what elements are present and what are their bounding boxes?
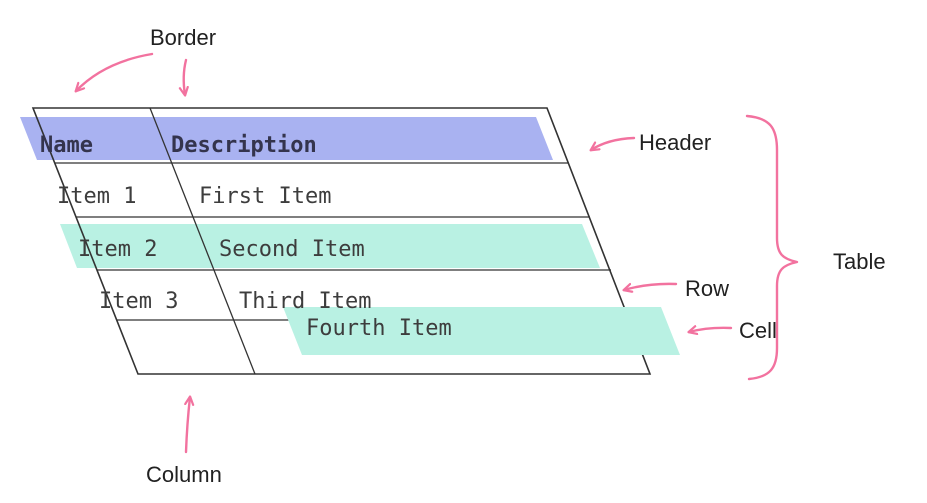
table-cell-description-3: Third Item [239,289,372,314]
table-brace-icon [745,114,799,381]
table-cell-description-4: Fourth Item [306,316,452,341]
label-row: Row [685,276,730,301]
table-header-description: Description [171,133,317,158]
row-arrow-icon [624,282,678,290]
header-arrow-icon [591,136,636,150]
border-arrow-left-icon [76,52,154,91]
column-divider [149,107,256,375]
table-header-name: Name [40,133,93,158]
label-border: Border [150,25,217,50]
table-cell-description-2: Second Item [219,237,365,262]
label-header: Header [639,130,712,155]
header-highlight [20,117,553,160]
cell-arrow-icon [689,328,733,332]
label-table: Table [833,249,886,274]
table-outline [31,107,652,375]
row-highlight [60,224,600,268]
table-cell-name-2: Item 2 [78,237,158,262]
cell-highlight [283,307,680,355]
label-cell: Cell [739,318,777,343]
column-arrow-icon [186,397,190,454]
label-column: Column [146,462,222,487]
table-cell-description-1: First Item [199,184,332,209]
table-cell-name-3: Item 3 [99,289,179,314]
border-arrow-right-icon [184,58,186,95]
table-cell-name-1: Item 1 [57,184,137,209]
